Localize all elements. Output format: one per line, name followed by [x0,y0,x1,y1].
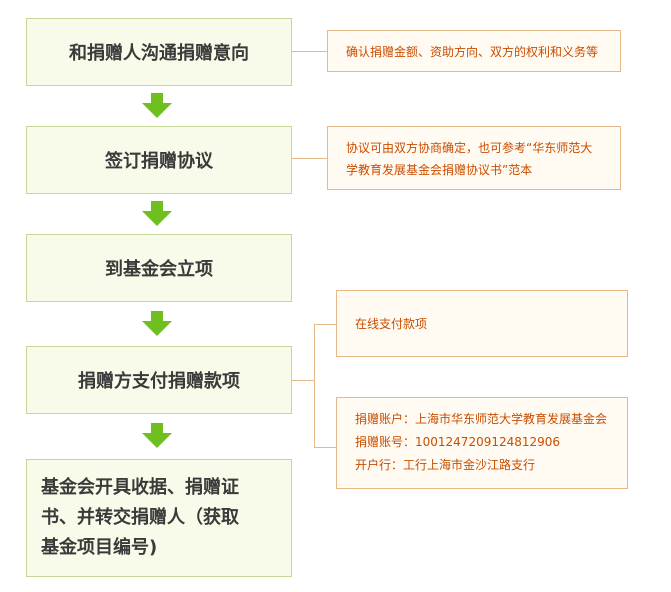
arrow-down-icon [142,201,172,226]
arrow-down-icon [142,93,172,118]
connector-line [292,380,314,381]
step-5-line: 书、并转交捐赠人（获取 [41,507,239,528]
note-bank-account: 捐赠账户：上海市华东师范大学教育发展基金会 捐赠账号：1001247209124… [336,397,628,489]
note-agreement: 协议可由双方协商确定，也可参考“华东师范大 学教育发展基金会捐赠协议书”范本 [327,126,621,190]
connector-line [314,447,336,448]
step-5-text: 基金会开具收据、捐赠证 书、并转交捐赠人（获取 基金项目编号) [41,473,239,563]
arrow-down-icon [142,423,172,448]
connector-line [314,324,336,325]
step-5-issue-receipt: 基金会开具收据、捐赠证 书、并转交捐赠人（获取 基金项目编号) [26,459,292,577]
note-agreement-line: 协议可由双方协商确定，也可参考“华东师范大 [346,141,593,155]
note-online-payment: 在线支付款项 [336,290,628,357]
note-intent: 确认捐赠金额、资助方向、双方的权利和义务等 [327,30,621,72]
step-5-line: 基金会开具收据、捐赠证 [41,477,239,498]
note-intent-text: 确认捐赠金额、资助方向、双方的权利和义务等 [346,44,599,59]
connector-line [292,51,327,52]
step-4-pay-donation: 捐赠方支付捐赠款项 [26,346,292,414]
arrow-down-icon [142,311,172,336]
connector-line [292,158,327,159]
step-2-label: 签订捐赠协议 [105,151,213,172]
step-4-label: 捐赠方支付捐赠款项 [78,371,240,392]
note-agreement-line: 学教育发展基金会捐赠协议书”范本 [346,163,533,177]
note-online-payment-text: 在线支付款项 [355,317,428,331]
account-number-line: 捐赠账号：1001247209124812906 [355,435,561,449]
connector-line [314,324,315,448]
step-3-label: 到基金会立项 [105,259,213,280]
step-3-register-project: 到基金会立项 [26,234,292,302]
step-1-communicate-intent: 和捐赠人沟通捐赠意向 [26,18,292,86]
step-1-label: 和捐赠人沟通捐赠意向 [69,43,249,64]
step-5-line: 基金项目编号) [41,537,158,558]
step-2-sign-agreement: 签订捐赠协议 [26,126,292,194]
bank-branch-line: 开户行：工行上海市金沙江路支行 [355,458,536,472]
account-name-line: 捐赠账户：上海市华东师范大学教育发展基金会 [355,412,608,426]
